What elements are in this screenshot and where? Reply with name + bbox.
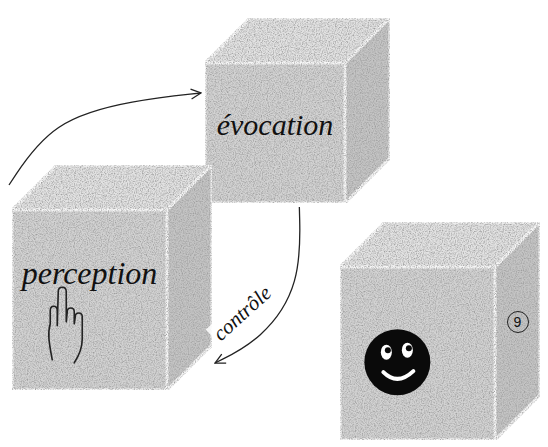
smiley-eye: [381, 345, 392, 360]
cube-label: perception: [22, 255, 158, 292]
cube-front-face: [12, 210, 167, 390]
cube-label: évocation: [217, 108, 334, 142]
smiley-pupil: [385, 347, 391, 353]
cube-side-face: [167, 165, 212, 390]
cube-node: 9: [340, 222, 540, 440]
cube-node: évocation: [205, 18, 390, 203]
smiley-pupil: [406, 345, 412, 351]
smiley-disc: [364, 329, 430, 395]
hand-icon: [49, 287, 82, 363]
hand-outline: [49, 287, 82, 363]
cube-side-face: [495, 222, 540, 440]
smiley-face: [364, 329, 430, 395]
cube-front-face: [340, 267, 495, 440]
cube-node: perception: [12, 165, 212, 390]
smiley-eye: [402, 343, 413, 358]
edge-label: contrôle: [206, 278, 278, 347]
cube-side-face: [345, 18, 390, 203]
callout-number: 9: [507, 311, 529, 333]
smiley-mouth: [383, 371, 413, 379]
cube-illustration: [340, 222, 540, 440]
cube-front-face: [205, 63, 345, 203]
